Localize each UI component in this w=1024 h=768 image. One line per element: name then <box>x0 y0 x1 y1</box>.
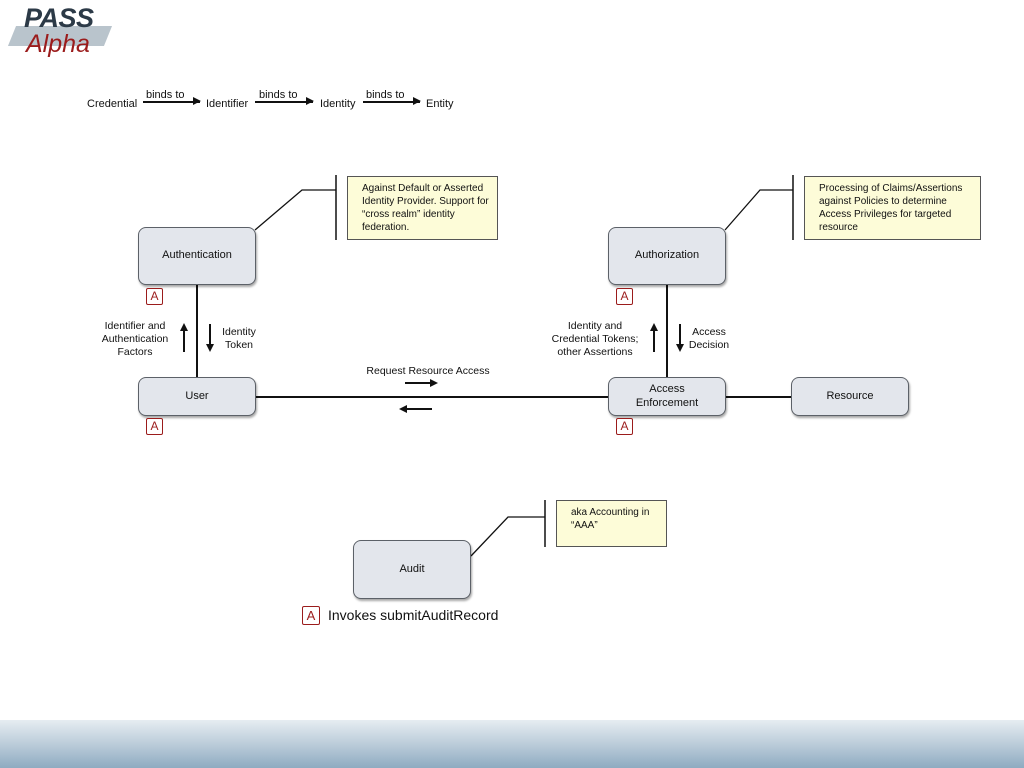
identity-token-label: Identity Token <box>222 326 256 352</box>
legend-text: Invokes submitAuditRecord <box>328 607 499 623</box>
down-arrow-icon <box>206 324 214 352</box>
authorization-note-leader <box>724 189 793 231</box>
resource-node[interactable]: Resource <box>791 377 909 416</box>
left-arrow-icon <box>399 405 432 413</box>
down-arrow-icon <box>676 324 684 352</box>
request-resource-access-label: Request Resource Access <box>366 365 490 377</box>
audit-badge-access-enforcement: A <box>616 418 633 435</box>
chain-relation-1: binds to <box>146 89 185 101</box>
authentication-note: Against Default or Asserted Identity Pro… <box>347 176 498 240</box>
audit-badge-authentication: A <box>146 288 163 305</box>
audit-node[interactable]: Audit <box>353 540 471 599</box>
logo-alpha-text: Alpha <box>26 30 90 58</box>
audit-badge-user: A <box>146 418 163 435</box>
chain-arrow-3 <box>363 98 421 104</box>
audit-note-leader <box>470 516 545 557</box>
right-arrow-icon <box>405 379 438 387</box>
user-enforcement-line <box>256 396 608 398</box>
access-enforcement-node[interactable]: Access Enforcement <box>608 377 726 416</box>
audit-badge-authorization: A <box>616 288 633 305</box>
access-decision-label: Access Decision <box>688 326 730 352</box>
authorization-enforcement-line <box>666 285 668 377</box>
logo-pass-text: PASS <box>24 3 94 33</box>
authorization-note: Processing of Claims/Assertions against … <box>804 176 981 240</box>
audit-note: aka Accounting in “AAA” <box>556 500 667 547</box>
authentication-node[interactable]: Authentication <box>138 227 256 285</box>
identity-credential-tokens-label: Identity and Credential Tokens; other As… <box>551 320 639 359</box>
chain-relation-2: binds to <box>259 89 298 101</box>
legend-badge: A <box>302 606 320 625</box>
identifier-factors-label: Identifier and Authentication Factors <box>101 320 169 359</box>
chain-term-credential: Credential <box>87 98 138 110</box>
authentication-note-leader <box>254 189 336 231</box>
chain-arrow-2 <box>255 98 314 104</box>
chain-relation-3: binds to <box>366 89 405 101</box>
chain-term-identity: Identity <box>320 98 356 110</box>
chain-term-entity: Entity <box>426 98 454 110</box>
user-node[interactable]: User <box>138 377 256 416</box>
chain-term-identifier: Identifier <box>206 98 249 110</box>
enforcement-resource-line <box>726 396 791 398</box>
chain-arrow-1 <box>143 98 201 104</box>
authentication-user-line <box>196 285 198 377</box>
up-arrow-icon <box>650 323 658 352</box>
authorization-node[interactable]: Authorization <box>608 227 726 285</box>
up-arrow-icon <box>180 323 188 352</box>
footer-band <box>0 720 1024 768</box>
